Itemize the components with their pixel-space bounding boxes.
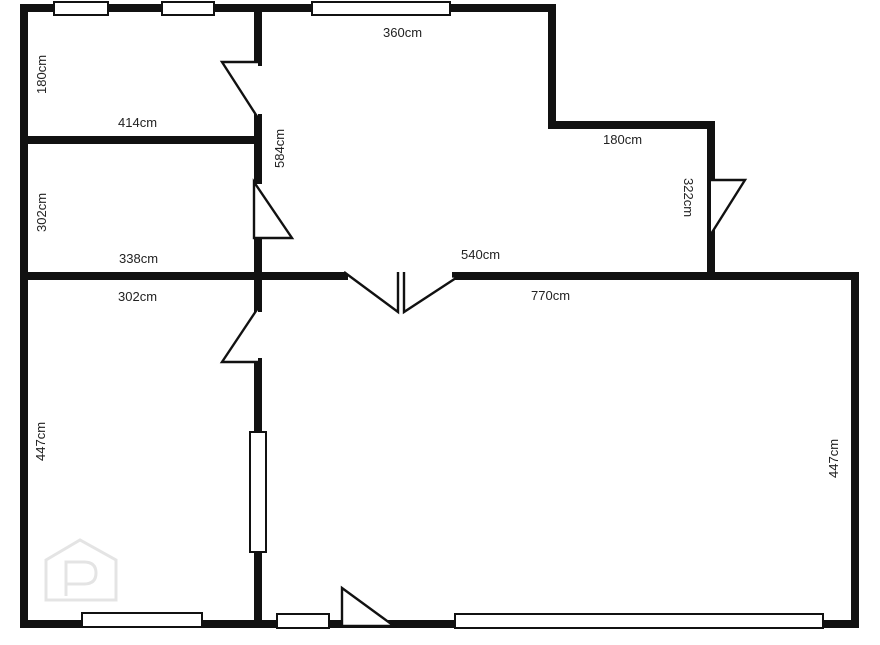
- door-mid-left-room: [252, 178, 295, 240]
- doors: [219, 60, 748, 628]
- dim-bottom-left-room-width: 302cm: [118, 289, 157, 304]
- door-front: [340, 585, 398, 628]
- dim-top-left-room-depth: 180cm: [34, 55, 49, 94]
- interior-walls: [20, 4, 715, 628]
- dim-mid-left-room-width: 338cm: [119, 251, 158, 266]
- dim-step-depth: 322cm: [681, 178, 696, 217]
- dim-bottom-left-room-depth: 447cm: [33, 422, 48, 461]
- window-bottom-left: [81, 612, 203, 628]
- door-double-main: [343, 271, 400, 315]
- windows: [53, 1, 824, 629]
- window-bottom-mid: [276, 613, 330, 629]
- door-step-right: [709, 178, 748, 235]
- window-bottom-right: [454, 613, 824, 629]
- dim-bottom-right-room-width: 770cm: [531, 288, 570, 303]
- dimension-labels: 360cm 414cm 180cm 338cm 540cm 302cm 770c…: [33, 25, 841, 478]
- dim-top-left-room-width: 414cm: [118, 115, 157, 130]
- dim-bottom-right-room-depth: 447cm: [826, 439, 841, 478]
- window-top-left-1: [53, 1, 109, 16]
- door-top-left-room: [219, 60, 260, 119]
- exterior-walls: [20, 4, 859, 628]
- property-logo-watermark-icon: [44, 538, 118, 602]
- dim-mid-left-room-depth: 302cm: [34, 193, 49, 232]
- door-double-main-right: [402, 272, 457, 315]
- window-top-left-2: [161, 1, 215, 16]
- dim-hall-length: 584cm: [272, 129, 287, 168]
- dim-main-room-partial-width: 540cm: [461, 247, 500, 262]
- door-bottom-left-room: [219, 307, 259, 364]
- window-interior-partition: [249, 431, 267, 553]
- dim-top-right-room-width: 360cm: [383, 25, 422, 40]
- window-top-right: [311, 1, 451, 16]
- dim-step-width: 180cm: [603, 132, 642, 147]
